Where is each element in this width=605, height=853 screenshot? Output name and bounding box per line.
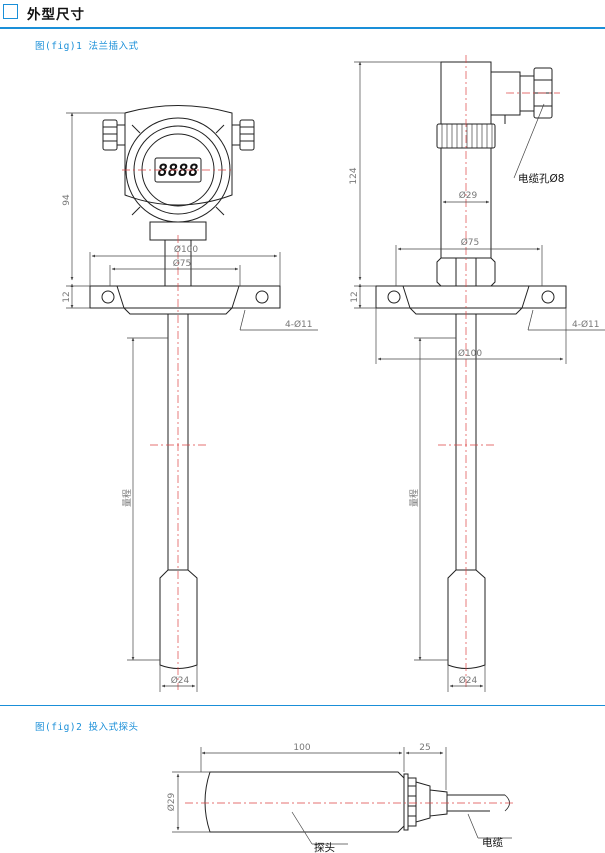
fig2-caption: 图(fig)2 投入式探头 (35, 722, 139, 733)
fig1b-dim-d100: Ø100 (458, 348, 483, 359)
fig1-right-dimensions (354, 61, 605, 692)
fig1-left-dimensions (66, 112, 318, 692)
fig2-dim-len100: 100 (293, 743, 310, 753)
fig1b-cable-hole-label: 电缆孔Ø8 (518, 172, 564, 185)
display-digits: 8888 (158, 161, 199, 181)
fig1-dim-range: 量程 (122, 489, 133, 507)
fig1-caption: 图(fig)1 法兰插入式 (35, 41, 139, 52)
fig2-dim-d29: Ø29 (166, 792, 177, 811)
section-checkbox-icon (3, 4, 18, 19)
fig1-right-drawing (375, 61, 567, 669)
fig1b-dim-h124: 124 (349, 167, 359, 184)
fig2-probe-label: 探头 (314, 841, 335, 853)
fig1-left-drawing: 8888 (89, 105, 281, 669)
fig1-dim-d100: Ø100 (174, 244, 199, 255)
fig1b-dim-holes: 4-Ø11 (572, 319, 600, 330)
fig1-left-centerlines (122, 169, 234, 690)
fig1b-dim-d24: Ø24 (459, 675, 478, 686)
fig2-dim-len25: 25 (419, 743, 430, 753)
fig1b-dim-d75: Ø75 (461, 237, 480, 248)
fig1-dim-d24: Ø24 (171, 675, 190, 686)
fig1-dim-d75: Ø75 (173, 258, 192, 269)
fig1-dim-h12: 12 (62, 291, 72, 302)
fig2-cable-label: 电缆 (482, 836, 503, 849)
fig1b-dim-d29: Ø29 (459, 190, 478, 201)
fig1b-dim-range: 量程 (409, 489, 420, 507)
fig1-dim-holes: 4-Ø11 (285, 319, 313, 330)
fig2-dimensions (172, 747, 512, 845)
section-title: 外型尺寸 (27, 7, 85, 23)
fig1b-dim-h12: 12 (350, 291, 360, 302)
section-divider (0, 705, 605, 707)
section-header: 外型尺寸 (0, 0, 605, 32)
fig2-probe-drawing (204, 771, 510, 833)
header-rule (0, 27, 605, 29)
fig1-right-centerlines (438, 55, 560, 690)
fig1-dim-h94: 94 (62, 194, 72, 206)
